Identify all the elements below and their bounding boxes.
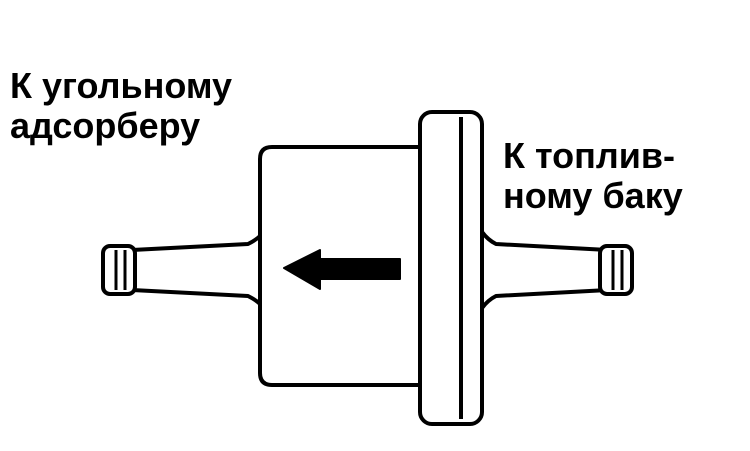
label-charcoal-canister: К угольному адсорберу — [10, 66, 232, 146]
label-right-line1: К топлив- — [503, 135, 675, 176]
right-tube-end — [598, 244, 634, 296]
arrow-left-icon — [283, 249, 401, 290]
label-fuel-tank: К топлив- ному баку — [503, 136, 683, 216]
left-tube — [130, 234, 262, 306]
label-left-line1: К угольному — [10, 65, 233, 106]
left-tube-end — [101, 244, 137, 296]
right-tube — [480, 230, 610, 310]
label-right-line2: ному баку — [503, 175, 683, 216]
label-left-line2: адсорберу — [10, 105, 201, 146]
filter-flange — [418, 110, 484, 426]
